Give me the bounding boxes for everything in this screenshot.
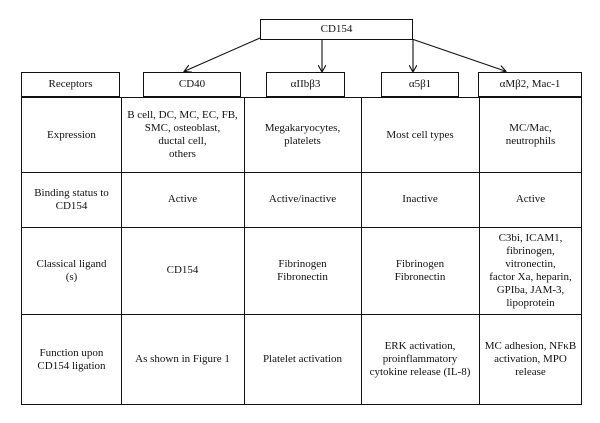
row-divider bbox=[22, 172, 581, 173]
column-divider bbox=[361, 98, 362, 404]
cell-function-cd40: As shown in Figure 1 bbox=[135, 353, 230, 365]
column-divider bbox=[121, 98, 122, 404]
receptor-header-a5-b1-label: α5β1 bbox=[408, 78, 432, 90]
receptor-table: Expression B cell, DC, MC, EC, FB, SMC, … bbox=[21, 97, 582, 405]
row-divider bbox=[22, 314, 581, 315]
receptor-header-cd40: CD40 bbox=[143, 72, 241, 97]
receptor-header-am-b2: αMβ2, Mac-1 bbox=[478, 72, 582, 97]
cell-function-am-b2: MC adhesion, NFκB activation, MPO releas… bbox=[484, 340, 577, 378]
arrow-to-am-b2 bbox=[405, 36, 505, 71]
cell-binding-aiib-b3: Active/inactive bbox=[268, 193, 337, 205]
receptor-header-a5-b1: α5β1 bbox=[381, 72, 459, 97]
cell-ligand-cd40: CD154 bbox=[166, 264, 199, 276]
receptor-header-aiib-b3-label: αIIbβ3 bbox=[290, 78, 321, 90]
receptors-header-box: Receptors bbox=[21, 72, 120, 97]
row-label-function: Function upon CD154 ligation bbox=[37, 346, 106, 372]
cell-function-aiib-b3: Platelet activation bbox=[262, 353, 343, 365]
row-label-classical-ligand: Classical ligand (s) bbox=[36, 257, 107, 283]
cell-expression-am-b2: MC/Mac, neutrophils bbox=[505, 122, 556, 147]
cell-function-a5-b1: ERK activation, proinflammatory cytokine… bbox=[369, 340, 471, 378]
receptor-header-cd40-label: CD40 bbox=[178, 78, 206, 90]
receptor-header-am-b2-label: αMβ2, Mac-1 bbox=[499, 78, 561, 90]
cd154-node: CD154 bbox=[260, 19, 413, 40]
arrow-to-cd40 bbox=[185, 37, 261, 71]
cell-ligand-am-b2: C3bi, ICAM1, fibrinogen, vitronectin, fa… bbox=[489, 231, 572, 309]
cell-ligand-a5-b1: Fibrinogen Fibronectin bbox=[394, 257, 446, 283]
column-divider bbox=[479, 98, 480, 404]
cell-expression-aiib-b3: Megakaryocytes, platelets bbox=[264, 122, 341, 147]
cd154-node-label: CD154 bbox=[320, 23, 353, 35]
cell-expression-a5-b1: Most cell types bbox=[386, 128, 454, 141]
table-row-classical-ligand: Classical ligand (s) CD154 Fibrinogen Fi… bbox=[22, 227, 581, 314]
column-divider bbox=[244, 98, 245, 404]
cell-binding-am-b2: Active bbox=[515, 193, 546, 205]
cell-binding-a5-b1: Inactive bbox=[402, 193, 438, 205]
cell-ligand-aiib-b3: Fibrinogen Fibronectin bbox=[277, 257, 328, 283]
table-row-binding-status: Binding status to CD154 Active Active/in… bbox=[22, 172, 581, 227]
cell-binding-cd40: Active bbox=[167, 193, 198, 205]
cell-expression-cd40: B cell, DC, MC, EC, FB, SMC, osteoblast,… bbox=[127, 109, 238, 160]
receptor-header-aiib-b3: αIIbβ3 bbox=[266, 72, 345, 97]
table-row-function: Function upon CD154 ligation As shown in… bbox=[22, 314, 581, 405]
row-label-binding-status: Binding status to CD154 bbox=[34, 186, 109, 212]
table-row-expression: Expression B cell, DC, MC, EC, FB, SMC, … bbox=[22, 98, 581, 172]
row-label-expression: Expression bbox=[47, 128, 96, 141]
receptors-header-label: Receptors bbox=[48, 78, 93, 90]
row-divider bbox=[22, 227, 581, 228]
